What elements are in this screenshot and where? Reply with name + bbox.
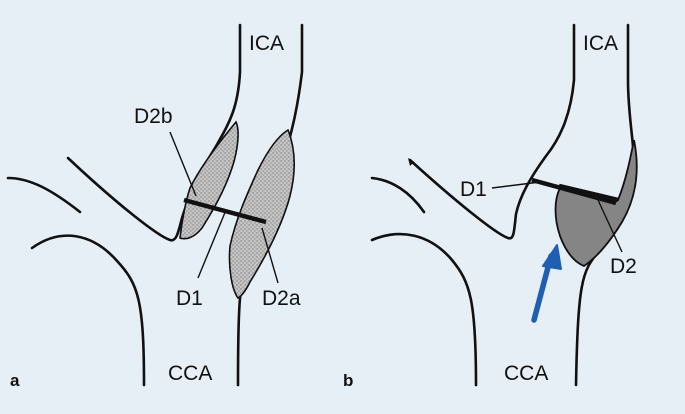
d1-leader-b: [491, 181, 541, 189]
d2b-leader: [169, 131, 197, 197]
eca-upper-wall-b: [370, 176, 426, 214]
panel-b: ICA D1 D2 CCA b: [343, 23, 638, 390]
panel-letter-b: b: [343, 371, 353, 390]
d2a-leader: [261, 227, 279, 284]
d2-measure-line-b: [558, 183, 619, 203]
panel-letter-a: a: [10, 371, 20, 390]
d1-leader-a: [197, 209, 227, 279]
eca-lower-wall: [30, 234, 146, 387]
d2-label-b: D2: [610, 255, 637, 278]
plaque-b: [554, 139, 638, 268]
d2-leader-b: [597, 199, 623, 253]
d1-label-b: D1: [460, 178, 487, 201]
flow-direction-arrow-icon: [531, 244, 562, 323]
plaque-left-d2b: [179, 120, 239, 240]
d2a-label: D2a: [262, 287, 301, 310]
eca-upper-wall: [6, 176, 82, 214]
eca-lower-wall-b: [370, 232, 478, 387]
ica-label-a: ICA: [249, 32, 284, 55]
plaque-right-d2a: [228, 128, 296, 300]
eca-tip-mark-b: [408, 158, 414, 166]
ica-left-wall-b: [408, 23, 576, 240]
d2b-label: D2b: [134, 105, 173, 128]
panel-a: ICA D2b D1 D2a CCA a: [6, 23, 304, 390]
ica-label-b: ICA: [583, 32, 618, 55]
cca-label-b: CCA: [504, 362, 548, 385]
cca-label-a: CCA: [168, 362, 212, 385]
d1-label-a: D1: [176, 287, 203, 310]
